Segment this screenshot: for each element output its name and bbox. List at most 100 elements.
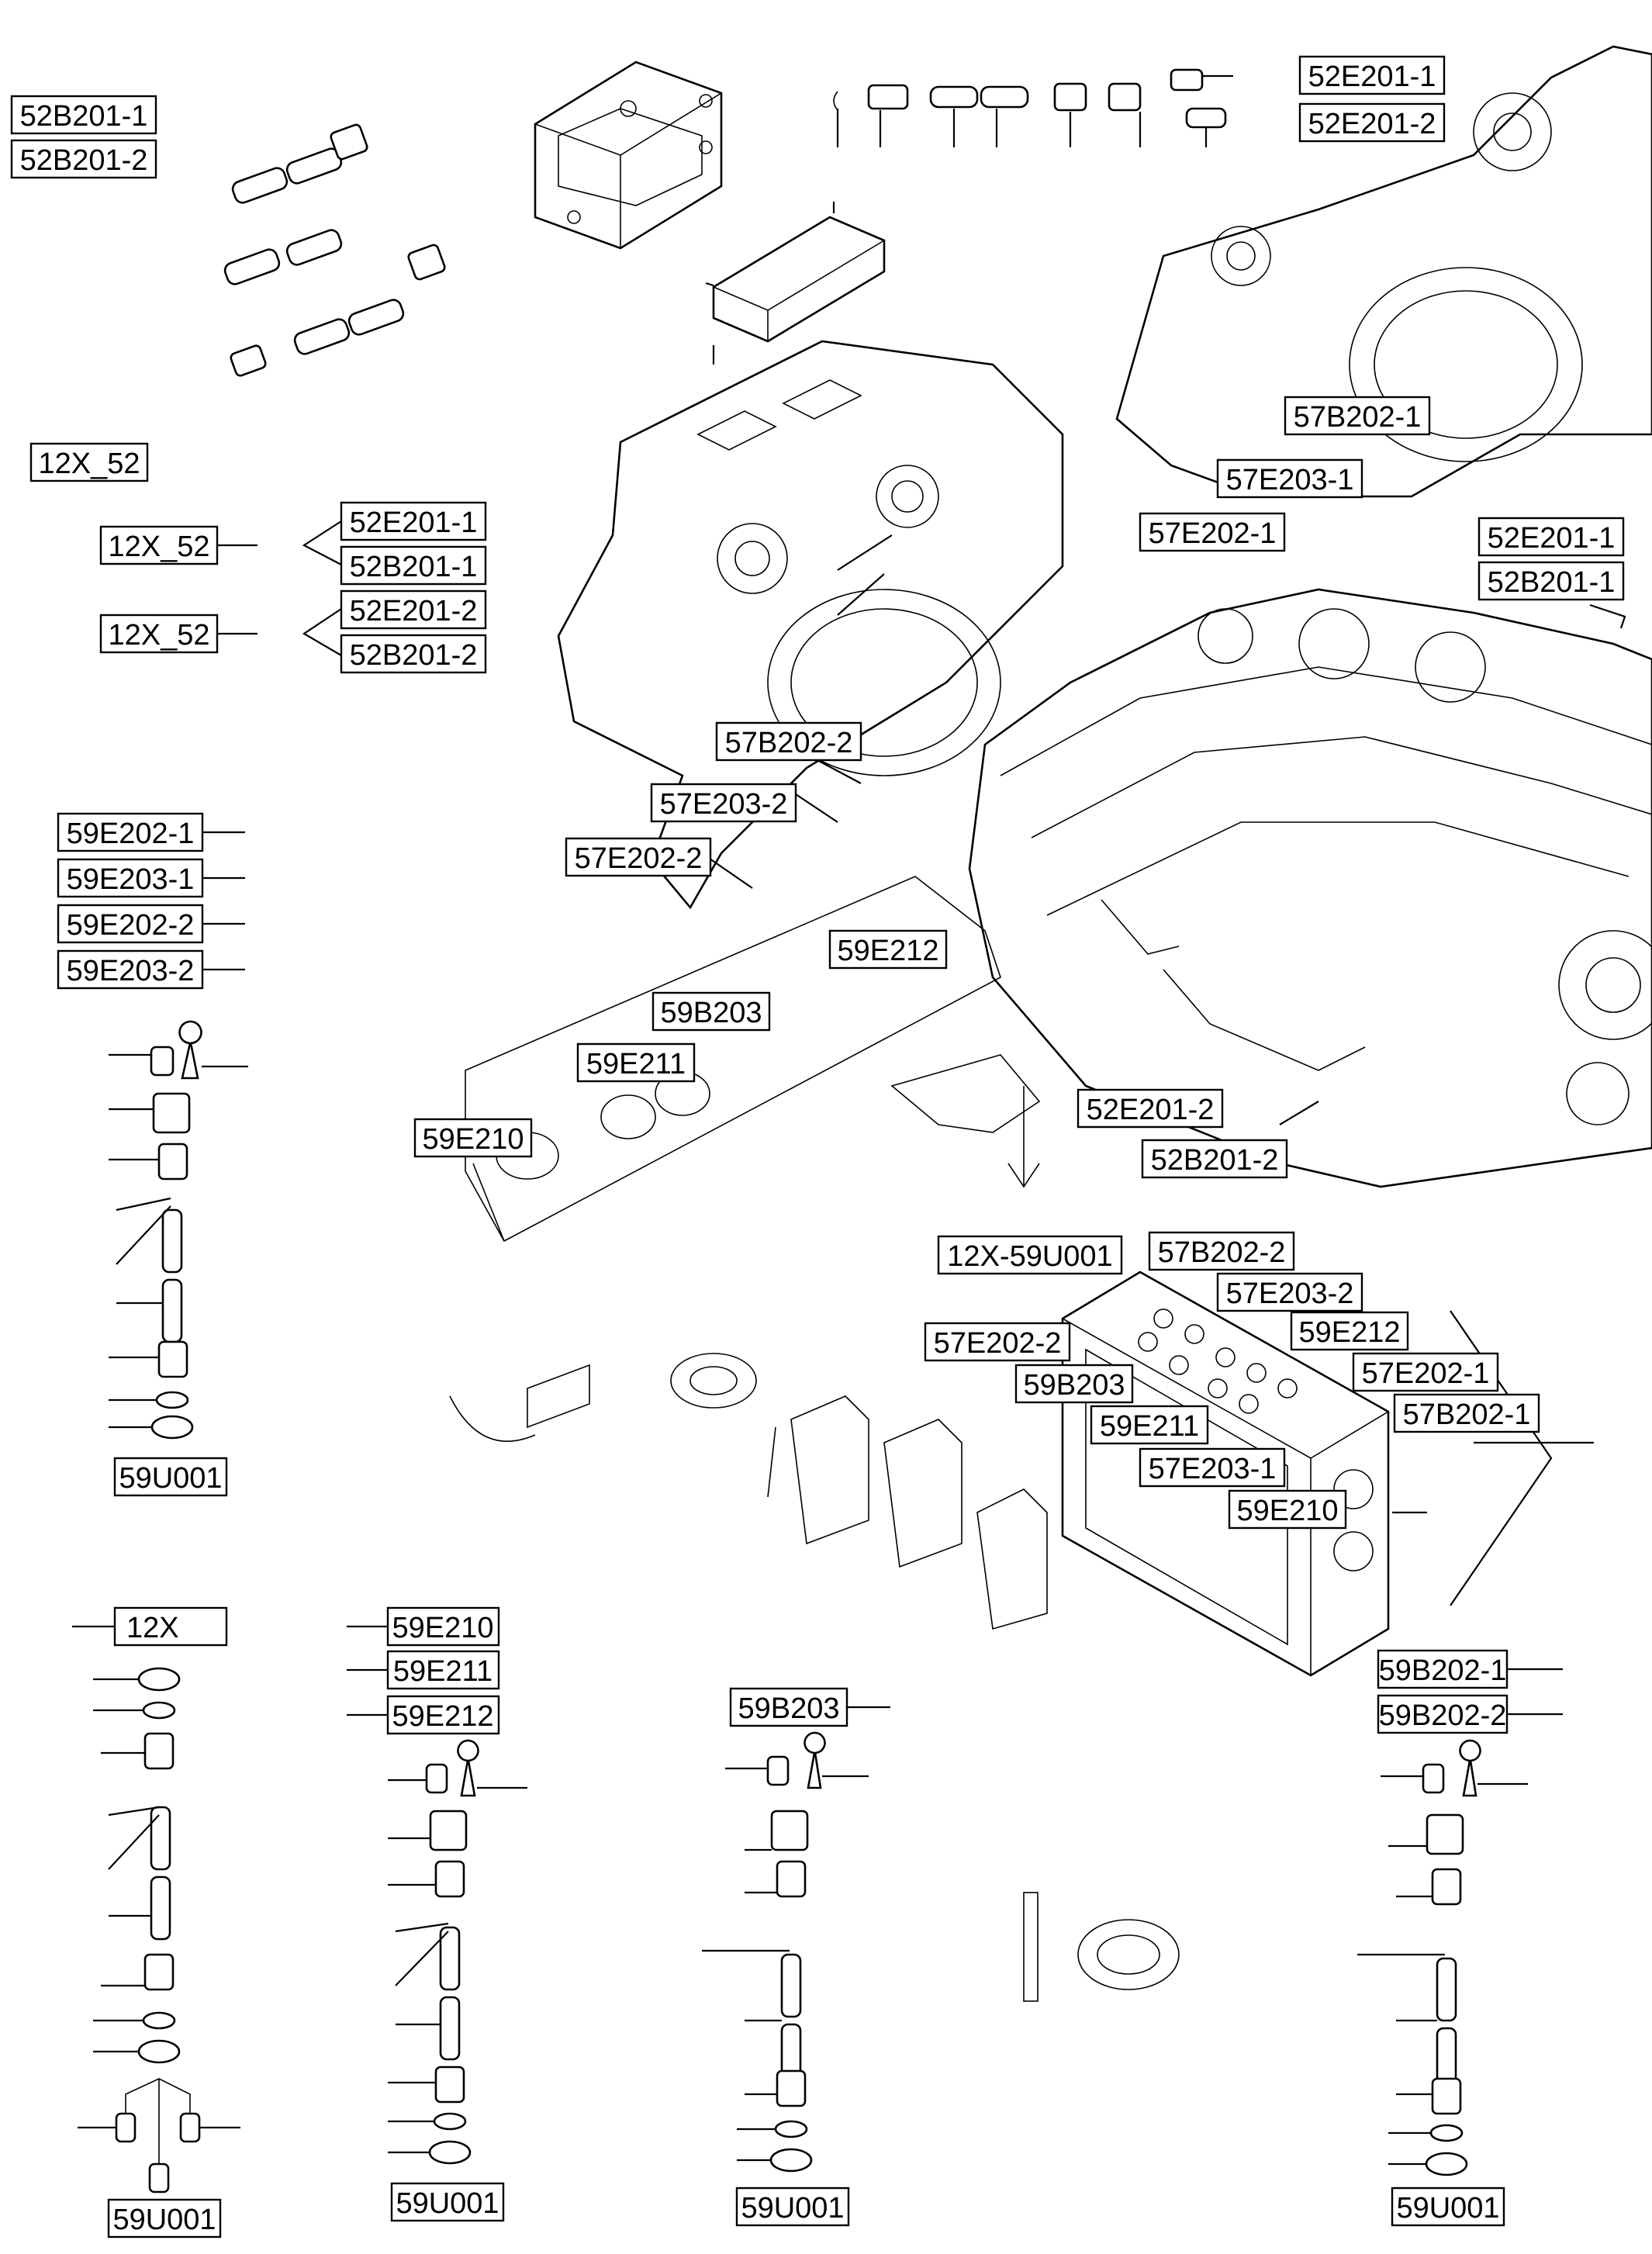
- label-57e203-1-box: 57E203-1: [1139, 1447, 1286, 1488]
- svg-text:59B202-1: 59B202-1: [1379, 1654, 1507, 1687]
- svg-text:59B203: 59B203: [1023, 1369, 1125, 1402]
- label-52b201-1-middle: 52B201-1: [340, 545, 487, 586]
- label-52e201-2-top-right: 52E201-2: [1298, 102, 1446, 143]
- label-52b201-2-top-left: 52B201-2: [10, 139, 157, 179]
- svg-text:59U001: 59U001: [1396, 2192, 1499, 2225]
- label-57e202-2-box: 57E202-2: [924, 1322, 1071, 1362]
- label-12x-59u001: 12X-59U001: [937, 1235, 1123, 1275]
- svg-text:59U001: 59U001: [119, 1462, 222, 1495]
- label-52e201-2-middle: 52E201-2: [340, 589, 487, 630]
- label-59e211-middle: 59E211: [576, 1042, 696, 1083]
- leader-lines: [72, 520, 1626, 1716]
- label-52e201-1-top-right: 52E201-1: [1298, 55, 1446, 95]
- label-12x-52-b: 12X_52: [99, 525, 219, 565]
- label-59e211-bottom-left: 59E211: [386, 1650, 500, 1690]
- label-59b202-2: 59B202-2: [1377, 1694, 1509, 1734]
- svg-text:59B202-2: 59B202-2: [1379, 1699, 1507, 1732]
- label-57e202-1-top: 57E202-1: [1139, 512, 1286, 552]
- part-labels: 52B201-1 52B201-2 52E201-1 52E201-2 12X_…: [10, 55, 1625, 2238]
- label-12x-bottom-left: 12X: [113, 1606, 228, 1647]
- cable-gland-parts-top: [223, 68, 1233, 377]
- label-59e210-bottom-left: 59E210: [386, 1606, 500, 1647]
- label-59b202-1: 59B202-1: [1377, 1649, 1509, 1689]
- label-52b201-1-top-left: 52B201-1: [10, 95, 157, 135]
- label-59e212-middle: 59E212: [828, 929, 948, 970]
- svg-text:59E202-2: 59E202-2: [67, 909, 195, 942]
- svg-text:57B202-2: 57B202-2: [1158, 1236, 1286, 1269]
- svg-text:57E203-1: 57E203-1: [1226, 464, 1354, 496]
- label-57e202-2-middle: 57E202-2: [565, 837, 712, 877]
- label-59e211-box: 59E211: [1090, 1405, 1209, 1445]
- svg-text:59E212: 59E212: [392, 1700, 493, 1733]
- svg-text:59E210: 59E210: [1236, 1495, 1338, 1527]
- svg-text:57B202-1: 57B202-1: [1294, 401, 1422, 434]
- svg-text:57B202-2: 57B202-2: [725, 727, 853, 759]
- label-57b202-2-box: 57B202-2: [1148, 1231, 1295, 1271]
- label-59e203-1: 59E203-1: [57, 858, 204, 898]
- label-52e201-1-middle: 52E201-1: [340, 501, 487, 541]
- svg-text:52B201-1: 52B201-1: [350, 551, 478, 583]
- label-57b202-2-middle: 57B202-2: [715, 721, 862, 762]
- label-52e201-1-right: 52E201-1: [1477, 517, 1625, 557]
- svg-text:59U001: 59U001: [112, 2204, 216, 2236]
- label-12x-52-c: 12X_52: [99, 614, 219, 654]
- label-52e201-2-right: 52E201-2: [1077, 1088, 1224, 1129]
- label-57b202-1-box: 57B202-1: [1393, 1393, 1540, 1433]
- svg-text:12X_52: 12X_52: [108, 619, 209, 652]
- label-52b201-1-right: 52B201-1: [1477, 561, 1625, 601]
- label-59e212-box: 59E212: [1290, 1311, 1409, 1351]
- label-57b202-1-top: 57B202-1: [1284, 396, 1431, 436]
- label-59e203-2: 59E203-2: [57, 949, 204, 990]
- label-52b201-2-right: 52B201-2: [1141, 1139, 1288, 1179]
- label-57e203-1-top: 57E203-1: [1216, 458, 1363, 499]
- label-57e202-1-box: 57E202-1: [1352, 1352, 1499, 1392]
- svg-text:52E201-2: 52E201-2: [1308, 108, 1436, 140]
- svg-text:52E201-2: 52E201-2: [350, 595, 478, 627]
- engine-housing-drawing: [449, 45, 1652, 2002]
- label-59u001-b: 59U001: [107, 2198, 222, 2238]
- label-59e202-2: 59E202-2: [57, 904, 204, 944]
- svg-text:59U001: 59U001: [396, 2187, 499, 2220]
- label-59u001-e: 59U001: [1391, 2187, 1505, 2227]
- svg-text:57E202-2: 57E202-2: [575, 842, 703, 875]
- svg-text:52E201-1: 52E201-1: [1488, 522, 1616, 555]
- svg-text:57E203-1: 57E203-1: [1149, 1453, 1277, 1485]
- svg-text:59E212: 59E212: [1298, 1316, 1400, 1349]
- svg-text:12X: 12X: [126, 1612, 179, 1644]
- svg-text:52B201-2: 52B201-2: [350, 639, 478, 672]
- svg-text:12X-59U001: 12X-59U001: [947, 1240, 1112, 1273]
- svg-text:57E202-2: 57E202-2: [934, 1327, 1062, 1360]
- label-59b203-box: 59B203: [1014, 1364, 1134, 1404]
- svg-text:52E201-2: 52E201-2: [1087, 1094, 1215, 1126]
- label-59e210-middle: 59E210: [413, 1118, 533, 1158]
- svg-text:59U001: 59U001: [741, 2192, 844, 2225]
- svg-text:59E203-2: 59E203-2: [67, 955, 195, 987]
- svg-text:12X_52: 12X_52: [38, 448, 140, 480]
- label-59u001-c: 59U001: [390, 2182, 505, 2222]
- svg-text:52B201-2: 52B201-2: [20, 144, 148, 177]
- svg-text:59E211: 59E211: [1100, 1410, 1199, 1443]
- svg-text:52B201-1: 52B201-1: [20, 100, 148, 133]
- label-59b203-middle: 59B203: [651, 991, 771, 1032]
- svg-text:59E210: 59E210: [392, 1612, 493, 1644]
- label-59e212-bottom-left: 59E212: [386, 1695, 500, 1735]
- svg-text:57E202-1: 57E202-1: [1362, 1357, 1490, 1390]
- svg-text:57E203-2: 57E203-2: [660, 788, 788, 821]
- svg-text:52E201-1: 52E201-1: [350, 506, 478, 539]
- label-57e203-2-middle: 57E203-2: [650, 783, 797, 823]
- svg-text:59E212: 59E212: [837, 935, 938, 967]
- svg-text:57E202-1: 57E202-1: [1149, 517, 1277, 550]
- svg-text:52B201-1: 52B201-1: [1488, 566, 1616, 599]
- label-59u001-d: 59U001: [735, 2187, 850, 2227]
- svg-text:52E201-1: 52E201-1: [1308, 60, 1436, 93]
- label-59e210-box: 59E210: [1228, 1489, 1347, 1530]
- label-57e203-2-box: 57E203-2: [1216, 1272, 1363, 1312]
- svg-text:59E211: 59E211: [586, 1048, 686, 1080]
- label-59u001-a: 59U001: [113, 1457, 228, 1497]
- cable-gland-parts-stacks: [78, 1020, 1528, 2194]
- svg-text:59E210: 59E210: [422, 1123, 524, 1156]
- svg-text:59E202-1: 59E202-1: [67, 818, 195, 850]
- svg-text:59B203: 59B203: [738, 1692, 839, 1725]
- label-59e202-1: 59E202-1: [57, 812, 204, 852]
